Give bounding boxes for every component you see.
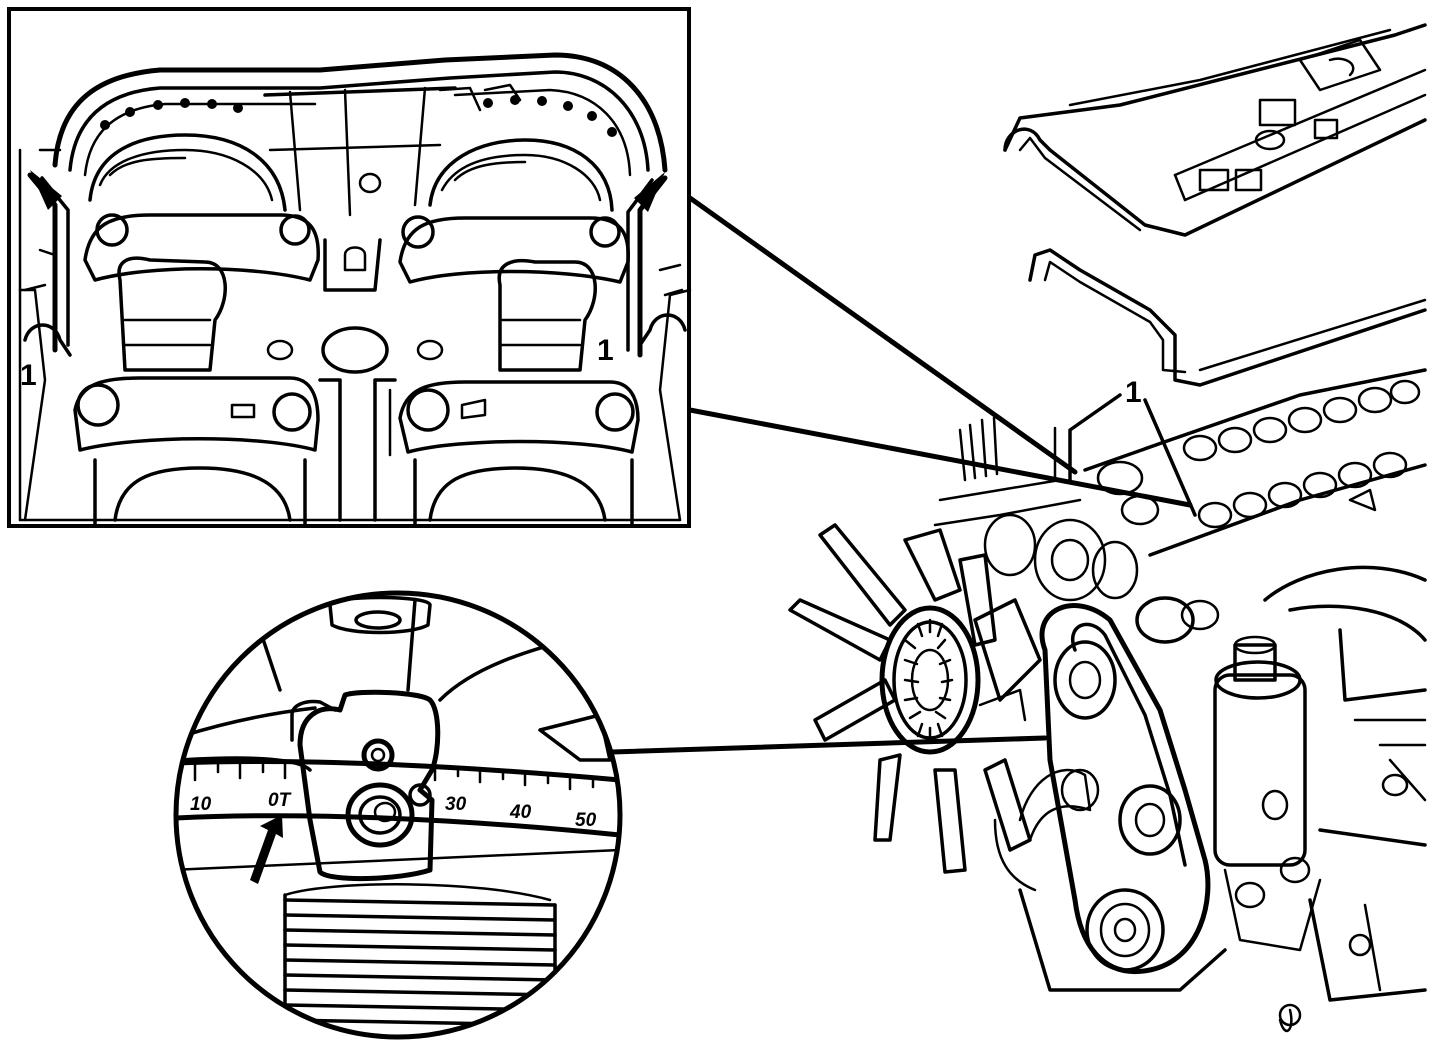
leader-line-timing	[609, 735, 1048, 755]
pointer-arrow-icon	[634, 172, 665, 212]
cooling-fan	[788, 523, 1042, 874]
viscous-coupling	[879, 605, 981, 755]
camshaft-bearing-caps	[18, 213, 682, 527]
inset-timing-mark: 10 0T 30 40 50	[173, 590, 623, 1040]
idler-pulley	[1118, 784, 1182, 856]
leader-lines	[609, 195, 1193, 755]
leader-line-lower	[687, 407, 1193, 508]
inset-circle-frame	[173, 590, 623, 1040]
engine-block	[1263, 565, 1427, 1033]
leader-line-upper	[687, 195, 1078, 475]
engine-illustration: 1	[788, 23, 1427, 1033]
callout-1-main: 1	[1053, 376, 1197, 517]
scale-label-0t: 0T	[268, 790, 292, 811]
pointer-arrow-icon	[250, 815, 283, 884]
valve-cover	[1003, 23, 1427, 237]
inset-camshaft-detail: 1 1	[7, 7, 692, 528]
callout-label-inset-right: 1	[597, 334, 614, 367]
oil-filter-housing	[1213, 635, 1322, 952]
scale-label-40: 40	[509, 802, 532, 823]
callout-label-main: 1	[1125, 376, 1142, 409]
tensioner-pulley	[1053, 640, 1117, 720]
scale-label-10: 10	[190, 794, 212, 815]
belt-drive	[993, 596, 1227, 992]
camshaft-lobes	[1096, 379, 1421, 529]
scale-label-30: 30	[445, 794, 467, 815]
pointer-arrow-icon	[30, 170, 62, 210]
scale-label-50: 50	[575, 810, 597, 831]
inset-callouts: 1 1	[18, 148, 692, 522]
camshaft-sprockets	[52, 52, 668, 217]
callout-label-inset-left: 1	[20, 359, 37, 392]
valve-cover-gasket	[1028, 248, 1427, 387]
degree-scale-ticks	[193, 760, 595, 791]
crank-pulley	[1085, 888, 1165, 972]
cylinder-head	[933, 368, 1427, 602]
